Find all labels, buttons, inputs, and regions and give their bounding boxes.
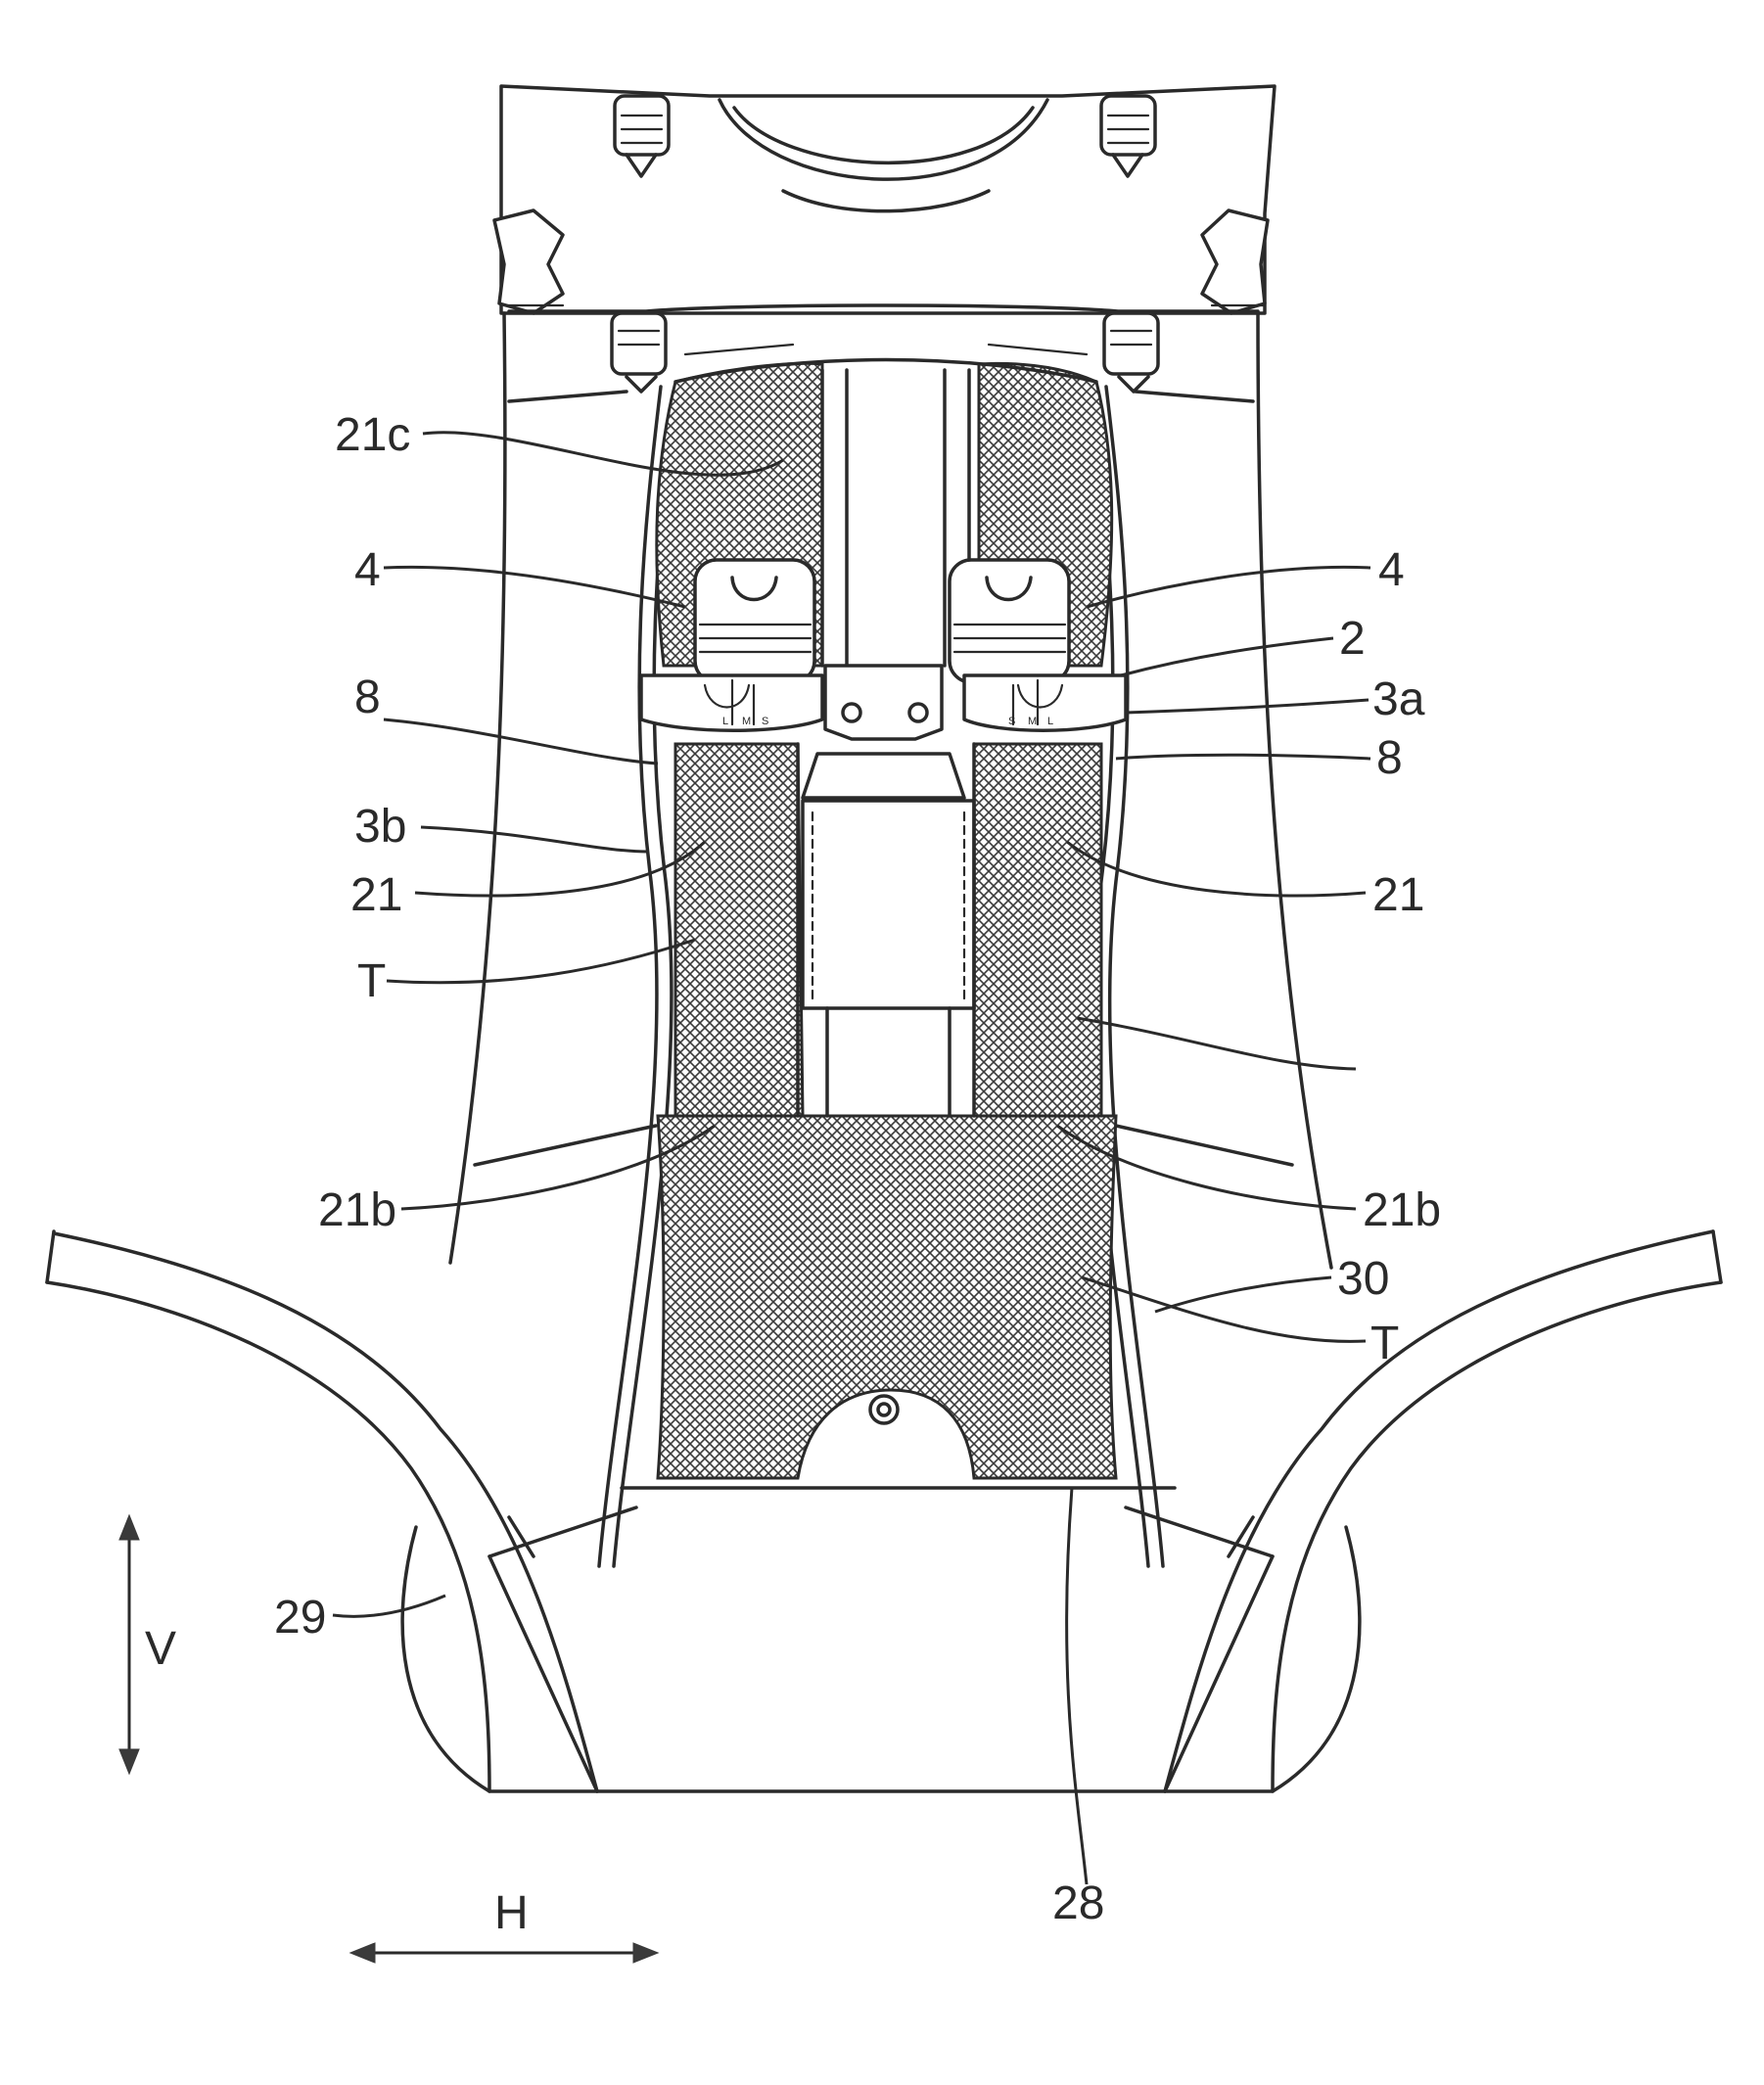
lid-buckle-left bbox=[615, 96, 669, 176]
lower-back-panel bbox=[622, 744, 1175, 1488]
label-8-left: 8 bbox=[354, 672, 381, 723]
label-T-right: T bbox=[1370, 1318, 1399, 1369]
top-lid bbox=[494, 86, 1275, 313]
label-21b-left: 21b bbox=[318, 1184, 396, 1236]
scale-s-left: S bbox=[762, 716, 768, 727]
side-clip-left bbox=[494, 210, 563, 313]
label-3b: 3b bbox=[354, 801, 406, 853]
label-21c: 21c bbox=[335, 409, 410, 461]
scale-s-right: S bbox=[1008, 716, 1015, 727]
label-8-right: 8 bbox=[1376, 732, 1403, 784]
scale-l-left: L bbox=[722, 716, 728, 727]
scale-m-left: M bbox=[742, 716, 751, 727]
scale-m-right: M bbox=[1028, 716, 1037, 727]
frame-buckle-left bbox=[612, 313, 666, 392]
label-21-left: 21 bbox=[350, 869, 402, 921]
label-29: 29 bbox=[274, 1592, 326, 1644]
label-21b-right: 21b bbox=[1363, 1184, 1441, 1236]
frame-buckle-right bbox=[1104, 313, 1158, 392]
label-3a: 3a bbox=[1372, 673, 1425, 725]
lid-buckle-right bbox=[1101, 96, 1155, 176]
side-clip-right bbox=[1202, 210, 1268, 313]
label-4-left: 4 bbox=[354, 544, 381, 596]
label-2: 2 bbox=[1339, 613, 1366, 665]
label-4-right: 4 bbox=[1378, 544, 1405, 596]
label-H: H bbox=[494, 1887, 529, 1939]
label-21-right: 21 bbox=[1372, 869, 1424, 921]
scale-l-right: L bbox=[1047, 716, 1053, 727]
label-T-left: T bbox=[357, 955, 386, 1007]
label-28: 28 bbox=[1052, 1877, 1104, 1929]
center-plate bbox=[803, 666, 964, 798]
label-V: V bbox=[145, 1623, 176, 1675]
label-30: 30 bbox=[1337, 1253, 1389, 1305]
